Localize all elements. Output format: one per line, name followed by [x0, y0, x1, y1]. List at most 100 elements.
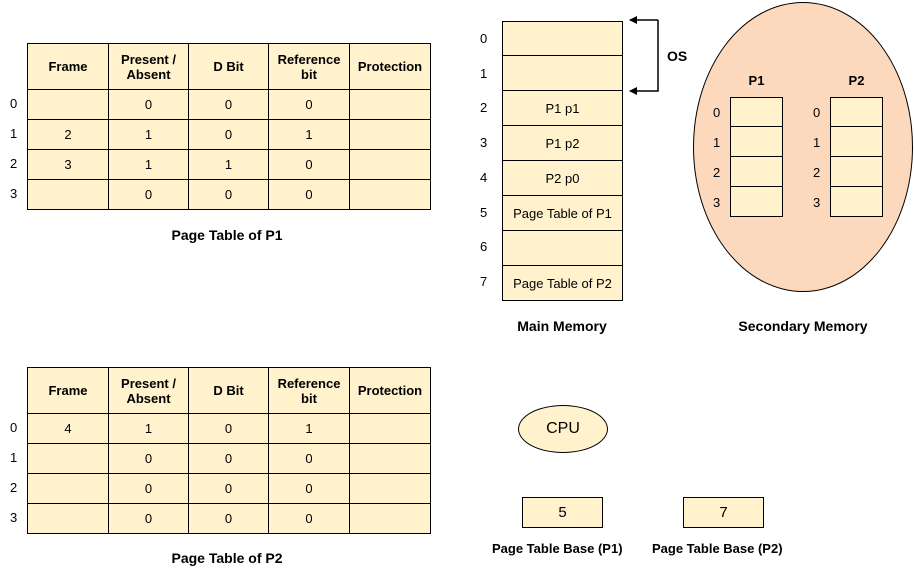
table-cell	[349, 443, 431, 474]
memory-frame	[502, 56, 623, 91]
table-cell: 0	[188, 473, 269, 504]
table-cell	[27, 179, 109, 210]
page-table-base-p2-label: Page Table Base (P2)	[652, 541, 783, 556]
table-cell	[27, 473, 109, 504]
table-cell: 0	[268, 473, 350, 504]
os-arrow-bottom	[629, 20, 659, 95]
page-table-base-p2-register: 7	[683, 497, 764, 528]
secondary-page-slot	[730, 157, 783, 187]
row-index: 2	[10, 156, 18, 171]
page-table-base-p1-register: 5	[522, 497, 603, 528]
table-cell	[349, 119, 431, 150]
memory-frame-index: 1	[480, 65, 488, 81]
row-index: 2	[10, 480, 18, 495]
table-cell: 1	[108, 119, 189, 150]
row-index: 3	[10, 510, 18, 525]
secondary-memory-caption: Secondary Memory	[738, 318, 868, 334]
table-cell: 3	[27, 149, 109, 180]
table-cell: 1	[188, 149, 269, 180]
secondary-page-slot	[730, 187, 783, 217]
table-cell	[349, 473, 431, 504]
table-cell: 0	[108, 443, 189, 474]
table-cell: 4	[27, 413, 109, 444]
memory-frame: P1 p1	[502, 91, 623, 126]
table-cell	[349, 503, 431, 534]
memory-frame	[502, 21, 623, 56]
row-index: 1	[10, 450, 18, 465]
secondary-page-index: 1	[813, 135, 821, 150]
table-cell	[27, 89, 109, 120]
secondary-process-pages	[730, 97, 783, 217]
table-cell	[349, 149, 431, 180]
secondary-page-index: 3	[813, 195, 821, 210]
secondary-page-slot	[830, 187, 883, 217]
memory-frame: Page Table of P1	[502, 196, 623, 231]
secondary-page-index: 0	[813, 105, 821, 120]
table-cell: 0	[188, 179, 269, 210]
table-cell: 0	[108, 179, 189, 210]
row-index: 3	[10, 186, 18, 201]
memory-frame-index: 5	[480, 204, 488, 220]
table-cell	[349, 179, 431, 210]
secondary-page-slot	[830, 157, 883, 187]
memory-frame: P2 p0	[502, 161, 623, 196]
memory-frame-index: 2	[480, 100, 488, 116]
memory-frame-index: 3	[480, 135, 488, 151]
table-cell: 0	[108, 503, 189, 534]
row-index: 0	[10, 420, 18, 435]
table-cell: 0	[188, 119, 269, 150]
table-cell	[27, 503, 109, 534]
secondary-page-index: 1	[713, 135, 721, 150]
column-header-frame: Frame	[27, 367, 109, 414]
secondary-page-slot	[830, 97, 883, 127]
cpu: CPU	[518, 405, 608, 453]
secondary-process-pages	[830, 97, 883, 217]
table-cell: 0	[268, 443, 350, 474]
secondary-page-slot	[830, 127, 883, 157]
table-cell: 1	[268, 119, 350, 150]
memory-frame-index: 0	[480, 31, 488, 46]
column-header-present-absent: Present / Absent	[108, 367, 189, 414]
memory-frame-index: 6	[480, 239, 488, 255]
table-cell: 1	[108, 413, 189, 444]
row-index: 0	[10, 96, 18, 111]
secondary-process-title: P2	[848, 73, 865, 88]
secondary-page-index: 2	[813, 165, 821, 180]
memory-frame: P1 p2	[502, 126, 623, 161]
table-cell: 2	[27, 119, 109, 150]
secondary-page-index: 2	[713, 165, 721, 180]
column-header-reference-bit: Reference bit	[268, 43, 350, 90]
table-cell: 0	[188, 89, 269, 120]
table-cell: 0	[188, 443, 269, 474]
table-cell: 0	[108, 473, 189, 504]
secondary-page-index: 0	[713, 105, 721, 120]
page-table-base-p1-label: Page Table Base (P1)	[492, 541, 623, 556]
table-cell: 0	[108, 89, 189, 120]
secondary-page-index: 3	[713, 195, 721, 210]
table-cell	[27, 443, 109, 474]
column-header-reference-bit: Reference bit	[268, 367, 350, 414]
page-table-p2-caption: Page Table of P2	[171, 550, 283, 566]
page-table-p2: Frame Present / Absent D Bit Reference b…	[27, 367, 431, 534]
secondary-page-slot	[730, 97, 783, 127]
page-table-p1-caption: Page Table of P1	[171, 227, 283, 243]
page-table-p1: Frame Present / Absent D Bit Reference b…	[27, 43, 431, 210]
memory-frame-index: 7	[480, 273, 488, 289]
table-cell: 1	[108, 149, 189, 180]
secondary-process-title: P1	[748, 73, 765, 88]
column-header-d-bit: D Bit	[188, 43, 269, 90]
table-cell: 0	[268, 503, 350, 534]
row-index: 1	[10, 126, 18, 141]
memory-frame: Page Table of P2	[502, 266, 623, 301]
os-label: OS	[667, 48, 688, 64]
memory-frame-index: 4	[480, 169, 488, 185]
secondary-page-slot	[730, 127, 783, 157]
table-cell: 0	[188, 503, 269, 534]
